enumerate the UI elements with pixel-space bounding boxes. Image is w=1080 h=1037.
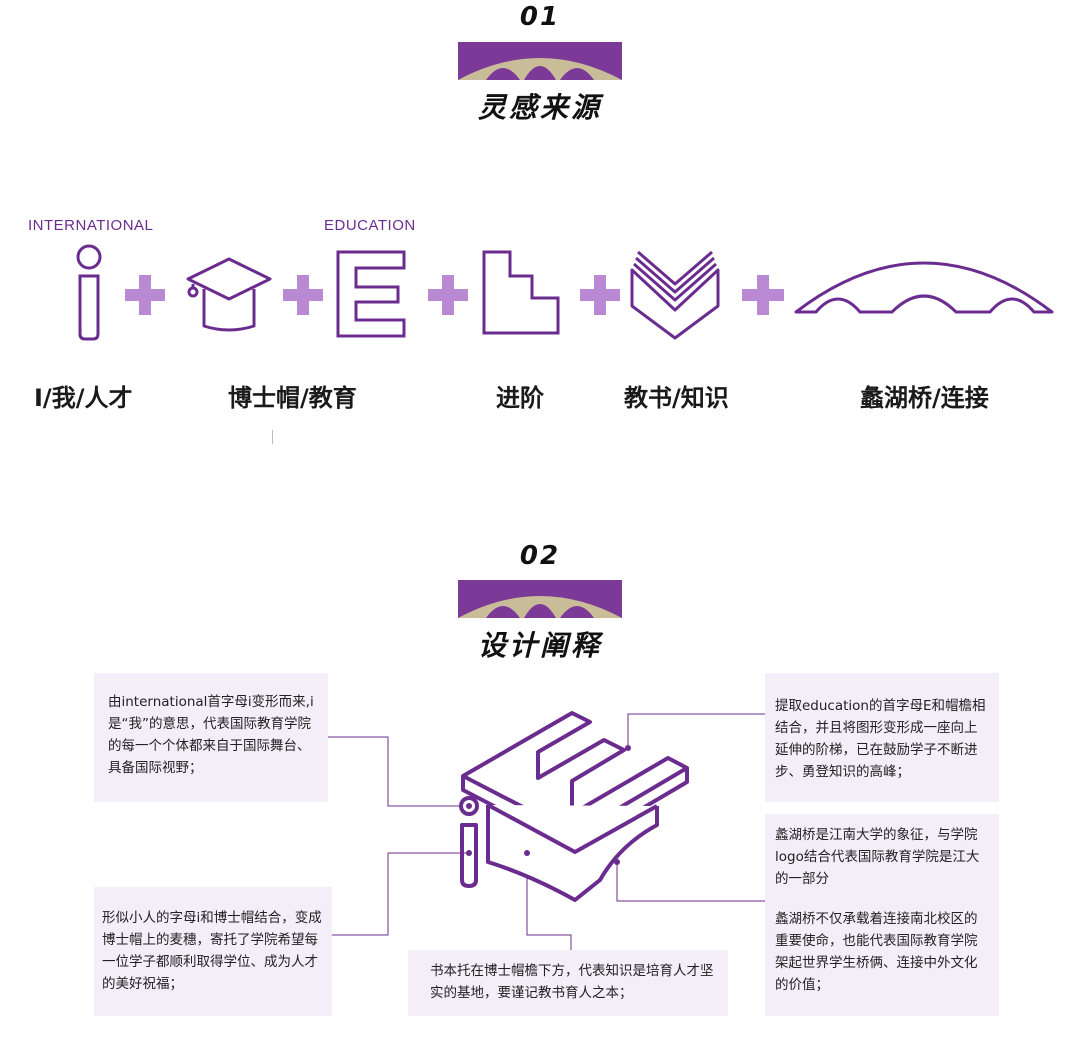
leader-lines <box>328 713 765 950</box>
desc-text-figure: 形似小人的字母i和博士帽结合，变成博士帽上的麦穗，寄托了学院希望每一位学子都顺利… <box>102 910 322 992</box>
anchor-dots <box>466 745 631 865</box>
desc-box-top-left: 由international首字母i变形而来,i 是“我”的意思，代表国际教育学… <box>94 673 328 802</box>
graduation-cap-icon <box>186 257 272 332</box>
open-book-icon <box>630 250 720 340</box>
bridge-banner <box>458 580 622 618</box>
element-label-bridge: 蠡湖桥/连接 <box>860 384 989 412</box>
divider <box>272 430 273 444</box>
desc-text-bridge-meaning: 蠡湖桥不仅承载着连接南北校区的重要使命，也能代表国际教育学院架起世界学生桥俩、连… <box>775 911 978 993</box>
plus-icon <box>428 275 468 315</box>
desc-text-e-origin: 提取education的首字母E和帽檐相结合，并且将图形变形成一座向上延伸的阶梯… <box>775 698 986 780</box>
element-label-cap: 博士帽/教育 <box>228 384 357 412</box>
logo-diagram <box>0 660 1080 960</box>
label-education: EDUCATION <box>324 217 416 234</box>
section-number-02: 02 <box>519 541 561 571</box>
bridge-banner <box>458 42 622 80</box>
plus-icon <box>125 275 165 315</box>
desc-box-bottom-center: 书本托在博士帽檐下方，代表知识是培育人才坚实的基地，要谨记教书育人之本； <box>408 950 728 1016</box>
label-international: INTERNATIONAL <box>28 217 154 234</box>
element-label-i: I/我/人才 <box>34 384 133 412</box>
desc-text-i-origin: 由international首字母i变形而来,i 是“我”的意思，代表国际教育学… <box>108 694 314 776</box>
letter-e-icon <box>336 250 406 338</box>
desc-text-bridge-symbol: 蠡湖桥是江南大学的象征，与学院logo结合代表国际教育学院是江大的一部分 <box>775 827 980 887</box>
plus-icon <box>580 275 620 315</box>
element-label-stairs: 进阶 <box>496 384 544 412</box>
arch-bridge-icon <box>794 261 1054 314</box>
desc-text-book: 书本托在博士帽檐下方，代表知识是培育人才坚实的基地，要谨记教书育人之本； <box>430 963 714 1001</box>
stairs-icon <box>482 250 560 335</box>
plus-icon <box>283 275 323 315</box>
element-row <box>0 240 1080 350</box>
desc-box-bottom-left: 形似小人的字母i和博士帽结合，变成博士帽上的麦穗，寄托了学院希望每一位学子都顺利… <box>94 887 332 1016</box>
desc-box-right: 蠡湖桥是江南大学的象征，与学院logo结合代表国际教育学院是江大的一部分 蠡湖桥… <box>765 814 999 1016</box>
desc-box-top-right: 提取education的首字母E和帽檐相结合，并且将图形变形成一座向上延伸的阶梯… <box>765 673 999 802</box>
logo-icon <box>459 711 689 902</box>
section-title-inspiration: 灵感来源 <box>477 91 602 124</box>
section-number-01: 01 <box>519 2 561 32</box>
element-label-book: 教书/知识 <box>624 384 729 412</box>
letter-i-icon <box>76 244 102 341</box>
section-title-design: 设计阐释 <box>477 629 602 662</box>
plus-icon <box>742 275 784 315</box>
